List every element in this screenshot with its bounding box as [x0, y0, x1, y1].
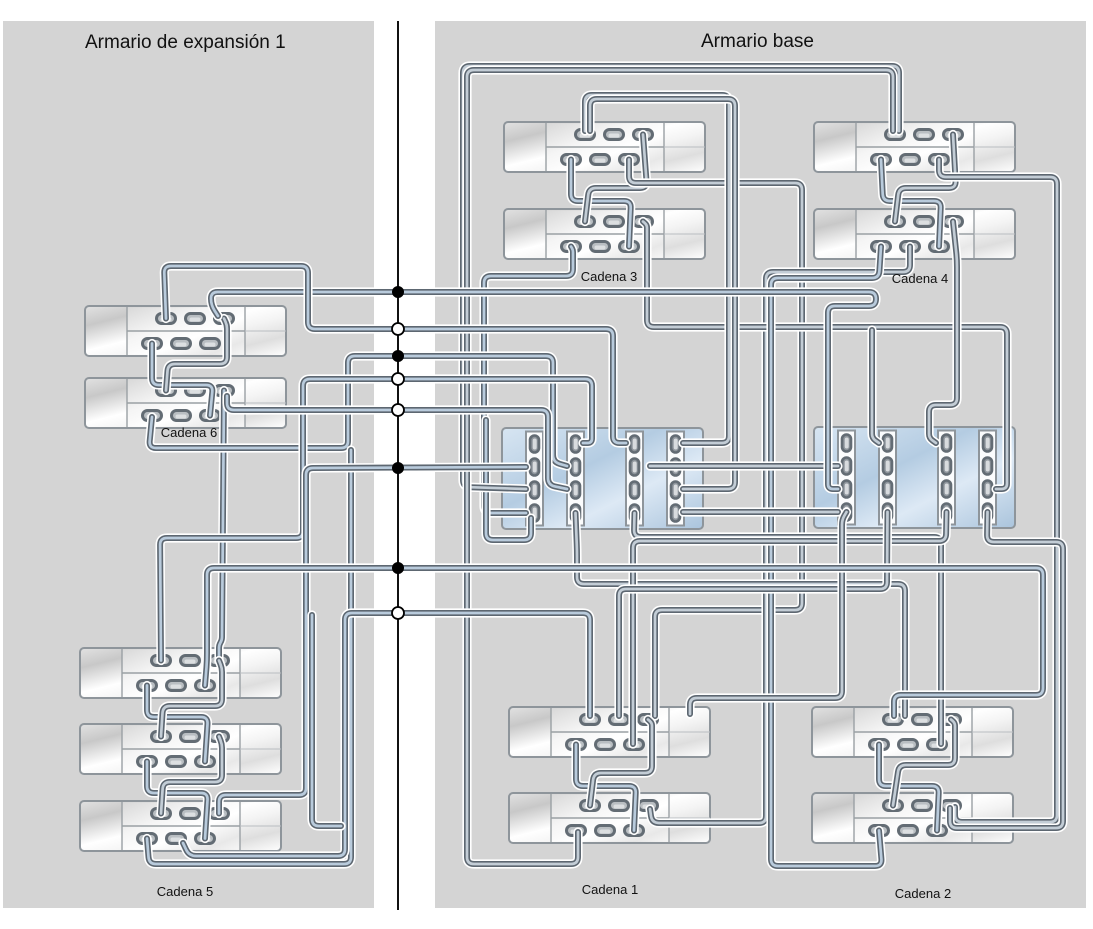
svg-text:Cadena 4: Cadena 4	[892, 271, 948, 286]
svg-text:Cadena 6: Cadena 6	[161, 425, 217, 440]
svg-text:Armario de expansión 1: Armario de expansión 1	[85, 32, 286, 53]
svg-text:Armario base: Armario base	[701, 31, 814, 52]
svg-text:Cadena 1: Cadena 1	[582, 882, 638, 897]
svg-text:Cadena 3: Cadena 3	[581, 269, 637, 284]
svg-text:Cadena 2: Cadena 2	[895, 886, 951, 901]
svg-text:Cadena 5: Cadena 5	[157, 884, 213, 899]
